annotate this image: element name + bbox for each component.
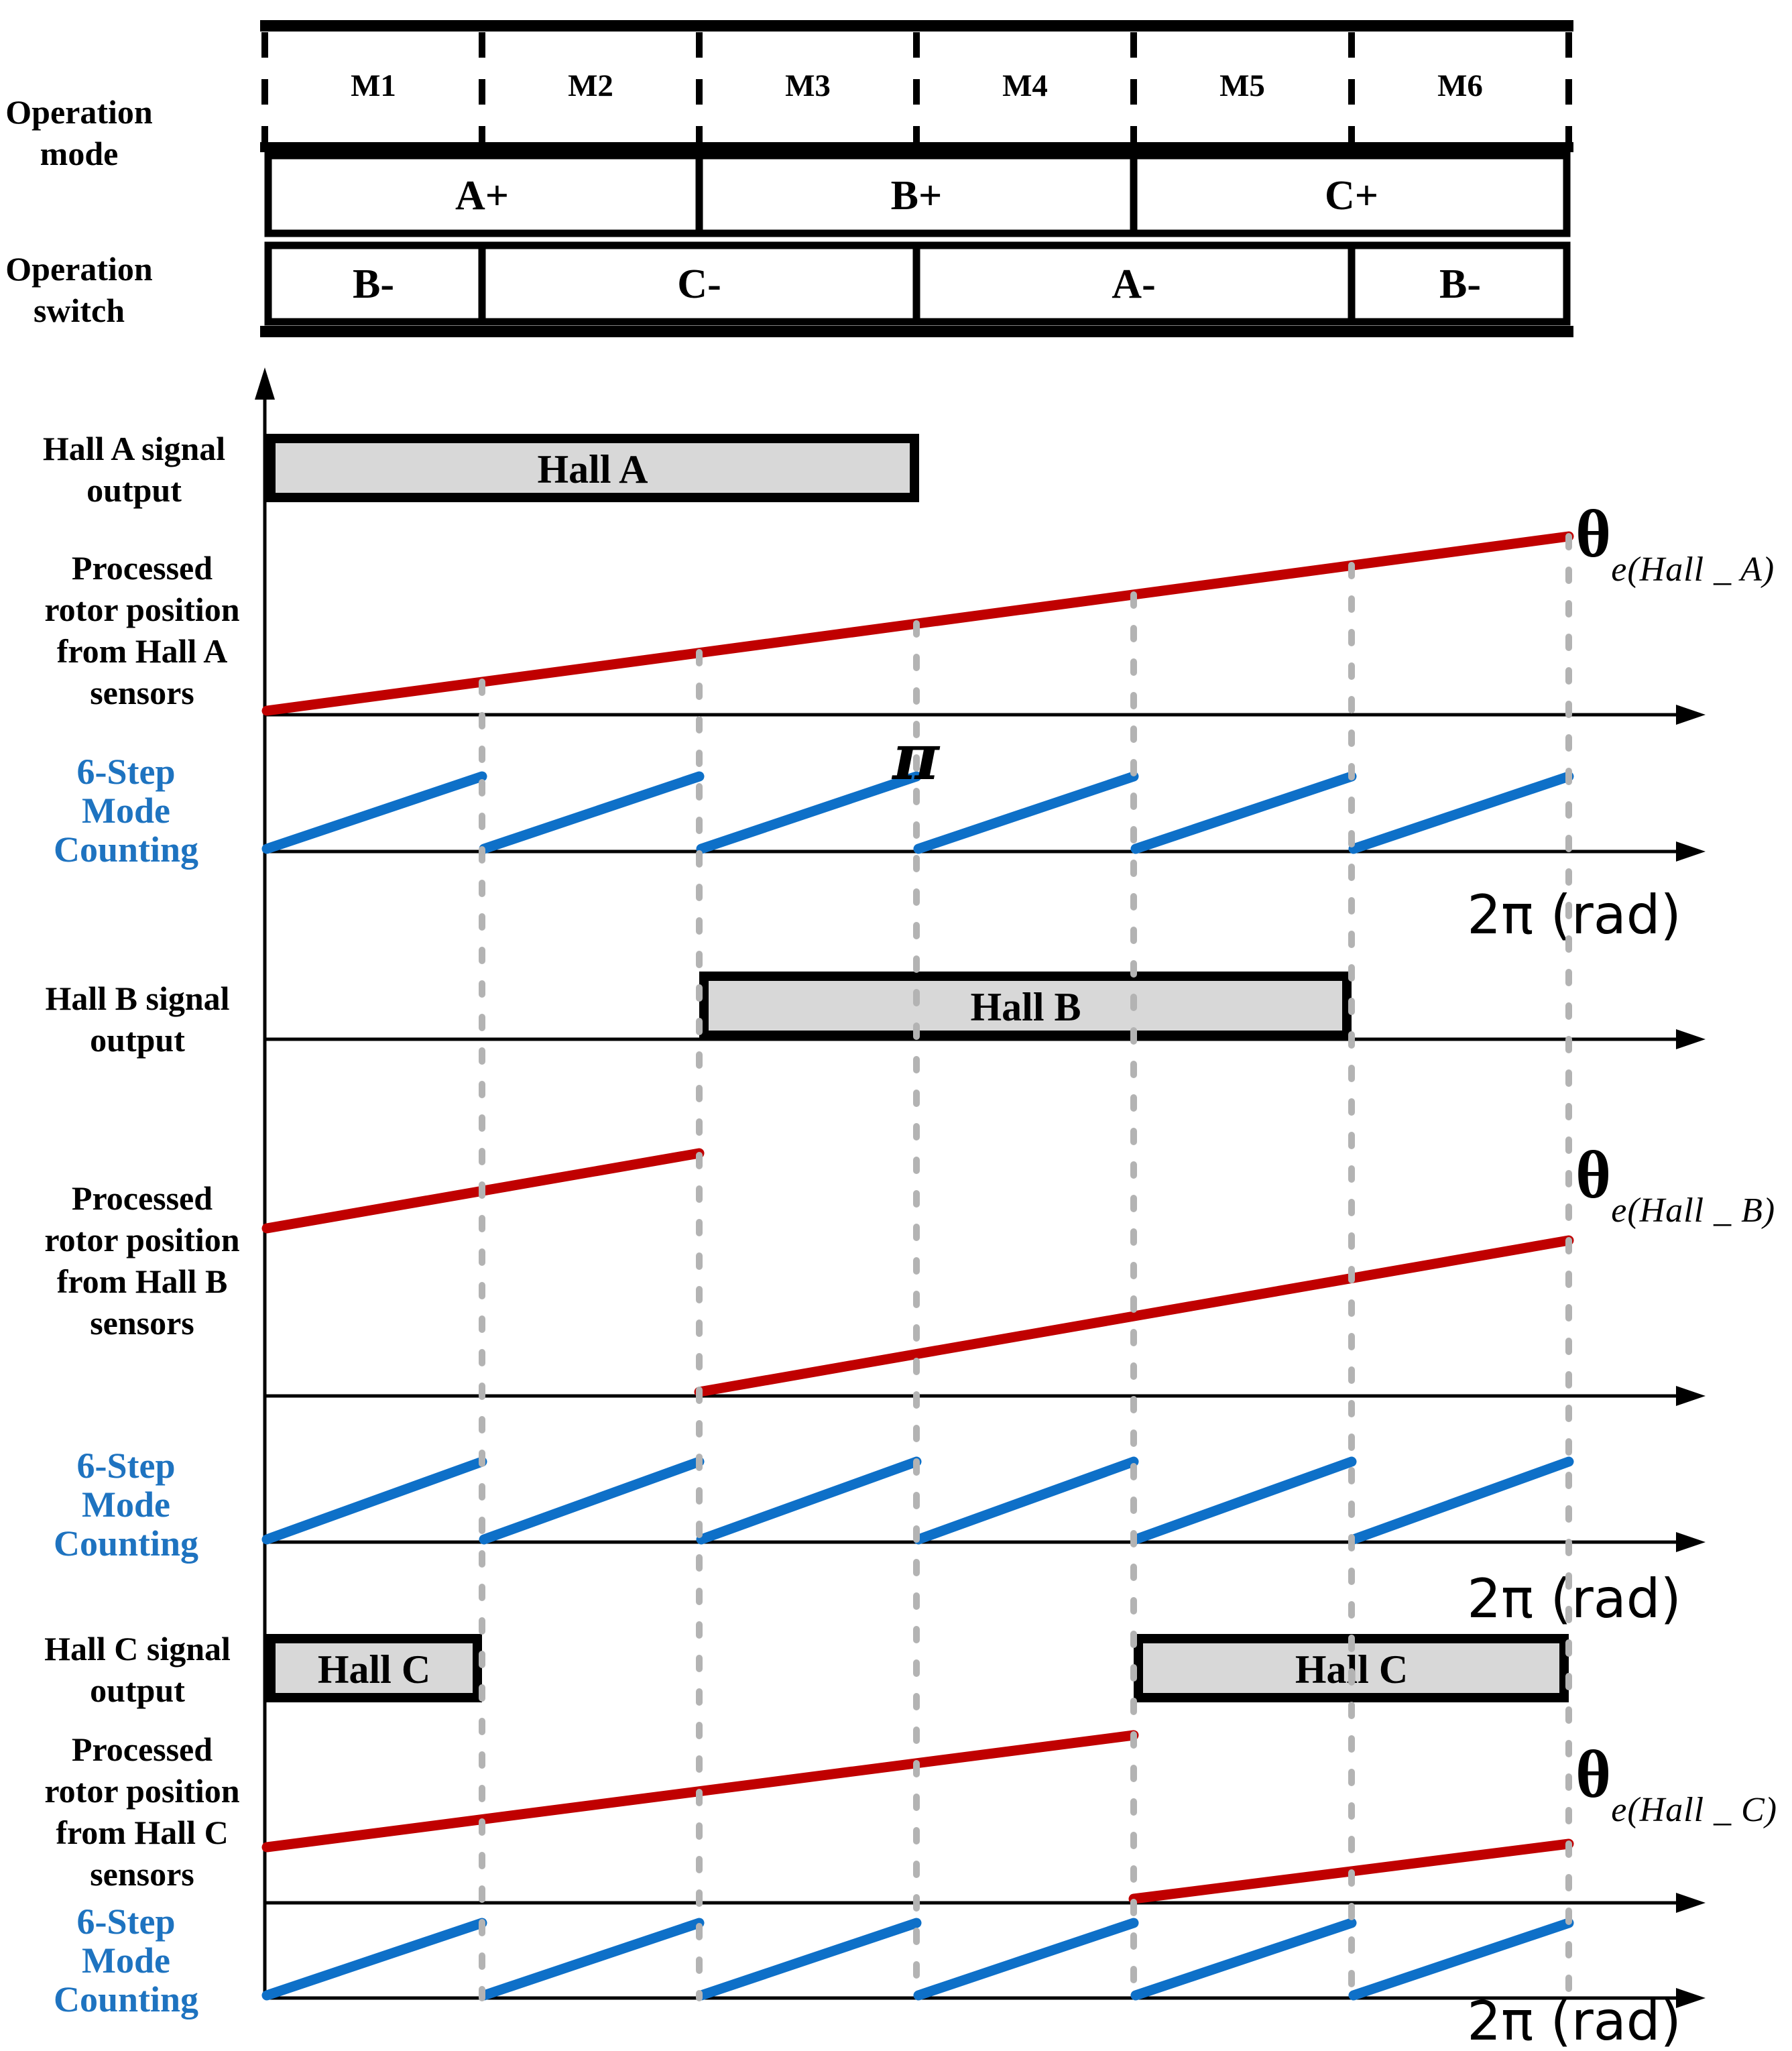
table-bottom-bar [260, 326, 1573, 337]
hall-signal-boxes [266, 434, 1569, 1702]
positive-phase-row [264, 152, 1571, 237]
two-pi-label-b: 2π (rad) [1467, 1568, 1681, 1630]
operation-switch-label: Operation switch [5, 250, 153, 329]
mode-dashed-dividers [261, 32, 1572, 142]
six-step-counting-b-label: 6-Step Mode Counting [53, 1446, 199, 1564]
vertical-axis [255, 367, 275, 1998]
theta-symbol: θ [1575, 496, 1612, 572]
positive-phase-c: C+ [1324, 173, 1379, 219]
theta-hall-a-label: θe(Hall _ A) [1575, 500, 1775, 587]
processed-rotor-a-label: Processed rotor position from Hall A sen… [44, 549, 240, 711]
hall-a-box-label: Hall A [537, 447, 648, 491]
theta-subscript: e(Hall _ A) [1611, 550, 1775, 589]
mode-cell-m1: M1 [351, 68, 396, 103]
operation-table [260, 20, 1573, 337]
theta-symbol: θ [1575, 1137, 1612, 1213]
hall-a-high-box [266, 434, 919, 502]
theta-subscript: e(Hall _ B) [1611, 1191, 1776, 1230]
mode-cell-m5: M5 [1219, 68, 1265, 103]
hall-c-signal-label: Hall C signal output [44, 1630, 231, 1709]
six-step-counting-c-label: 6-Step Mode Counting [53, 1901, 199, 2019]
operation-mode-label: Operation mode [5, 93, 153, 172]
positive-phase-a: A+ [455, 173, 510, 219]
axis-arrowheads [1676, 705, 1706, 2008]
six-step-sawtooth-b [261, 1456, 1574, 1545]
theta-hall-b-label: θe(Hall _ B) [1575, 1141, 1775, 1228]
table-mid-bar [260, 142, 1573, 152]
two-pi-label-a: 2π (rad) [1467, 884, 1681, 946]
theta-symbol: θ [1575, 1737, 1612, 1812]
mode-cell-m4: M4 [1002, 68, 1048, 103]
hall-c-box-label-1: Hall C [318, 1647, 430, 1692]
hall-b-signal-label: Hall B signal output [45, 980, 230, 1059]
theta-hall-c-label: θe(Hall _ C) [1575, 1741, 1777, 1828]
theta-hall-b-curve-seg2 [694, 1235, 1574, 1397]
six-step-sawtooth-c [261, 1918, 1574, 2001]
mode-gridlines [479, 533, 1572, 2001]
positive-phase-b: B+ [890, 173, 943, 219]
hall-a-signal-label: Hall A signal output [42, 430, 226, 509]
processed-rotor-b-label: Processed rotor position from Hall B sen… [44, 1179, 240, 1342]
negative-phase-4: B- [1439, 261, 1481, 307]
negative-phase-3: A- [1112, 261, 1156, 307]
negative-phase-2: C- [677, 261, 721, 307]
hall-b-box-label: Hall B [970, 985, 1081, 1029]
processed-rotor-c-label: Processed rotor position from Hall C sen… [44, 1731, 240, 1893]
theta-subscript: e(Hall _ C) [1611, 1791, 1778, 1829]
horizontal-axes [265, 713, 1677, 2000]
negative-phase-1: B- [353, 261, 394, 307]
hall-b-high-box [699, 972, 1352, 1040]
six-step-sawtooth-a [261, 771, 1574, 854]
mode-cell-m3: M3 [785, 68, 831, 103]
hall-c-high-box-1 [266, 1634, 482, 1702]
vertical-axis-arrow [255, 367, 275, 400]
six-step-counting-a-label: 6-Step Mode Counting [53, 752, 199, 870]
table-top-bar [260, 20, 1573, 32]
mode-cell-m2: M2 [568, 68, 613, 103]
mode-cell-m6: M6 [1437, 68, 1483, 103]
two-pi-label-c: 2π (rad) [1467, 1990, 1681, 2051]
